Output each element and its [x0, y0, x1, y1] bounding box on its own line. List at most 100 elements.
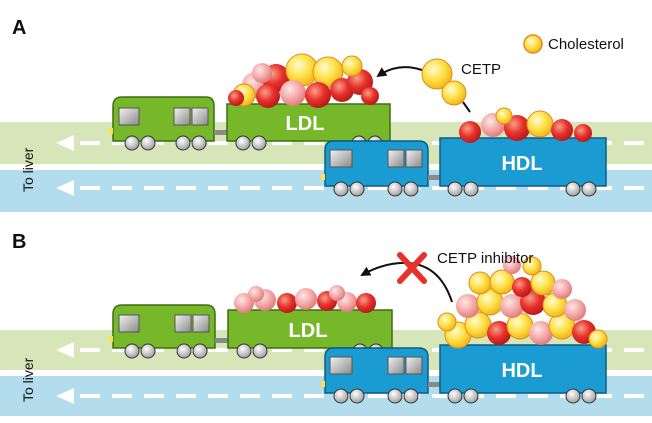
panel-a-ldl-train: LDL [109, 53, 391, 151]
wheel-icon [333, 181, 349, 197]
wheel-icon [192, 343, 208, 359]
cholesterol-ball [295, 288, 317, 310]
cholesterol-ball [552, 279, 572, 299]
panel-a-hdl-wheels [333, 181, 597, 197]
panel-a-ldl-headlight-icon [109, 128, 113, 134]
legend-cholesterol-label: Cholesterol [548, 36, 624, 53]
cross-icon [397, 252, 427, 284]
wheel-icon [447, 181, 463, 197]
wheel-icon [349, 181, 365, 197]
panel-a-ldl-label: LDL [286, 113, 325, 135]
wheel-icon [252, 343, 268, 359]
cholesterol-ball [574, 124, 592, 142]
panel-b-letter: B [12, 231, 26, 253]
panel-b-hdl-cargo [437, 256, 608, 349]
cholesterol-ball [256, 84, 280, 108]
wheel-icon [387, 181, 403, 197]
panel-a-blue-lane-arrow-icon [56, 180, 74, 196]
panel-b-ldl-label: LDL [289, 320, 328, 342]
panel-b-ldl-window-icon [174, 314, 192, 333]
panel-b-hdl-train: HDL [321, 256, 608, 404]
panel-b-hdl-window-icon [387, 356, 405, 375]
cholesterol-ball [228, 90, 244, 106]
panel-a-hdl-cargo [459, 107, 592, 143]
wheel-icon [349, 388, 365, 404]
panel-a-ldl-window-icon [173, 107, 191, 126]
wheel-icon [403, 388, 419, 404]
panel-a-cetp-stem [462, 101, 471, 113]
cholesterol-ball [305, 82, 331, 108]
cholesterol-ball [468, 271, 492, 295]
panel-a-ldl-cargo [228, 53, 379, 108]
panel-b-blocked-arrow-icon [360, 261, 453, 303]
panel-a-hdl-headlight-icon [321, 174, 325, 180]
wheel-icon [565, 388, 581, 404]
panel-b-blue-lane-arrow-icon [56, 388, 74, 404]
panel-a-hdl-coupler [428, 175, 440, 180]
panel-a-ldl-window-icon [191, 107, 209, 126]
panel-a-ldl-coupler [214, 130, 227, 135]
cholesterol-ball [329, 285, 345, 301]
wheel-icon [175, 135, 191, 151]
cholesterol-ball [512, 277, 532, 297]
panel-a-cetp-transfer: CETP [376, 58, 501, 113]
cholesterol-ball [529, 321, 553, 345]
cholesterol-ball [280, 80, 306, 106]
wheel-icon [124, 343, 140, 359]
wheel-icon [565, 181, 581, 197]
cholesterol-ball [234, 293, 254, 313]
panel-b-hdl-window-icon [329, 356, 353, 375]
panel-a-hdl-label: HDL [501, 153, 542, 175]
wheel-icon [191, 135, 207, 151]
wheel-icon [140, 135, 156, 151]
cholesterol-ball [500, 294, 524, 318]
cholesterol-ball [437, 312, 457, 332]
panel-b-hdl-coupler [428, 382, 440, 387]
panel-b-cetp-inhibitor-label: CETP inhibitor [437, 250, 533, 267]
wheel-icon [251, 135, 267, 151]
panel-a-hdl-window-icon [329, 149, 353, 168]
panel-a-cetp-label: CETP [461, 61, 501, 78]
wheel-icon [235, 135, 251, 151]
panel-b-to-liver-label: To liver [20, 357, 36, 402]
cholesterol-ball [495, 107, 513, 125]
panel-b-hdl-headlight-icon [321, 381, 325, 387]
cholesterol-ball [248, 286, 264, 302]
panel-a-hdl-train: HDL [321, 107, 607, 197]
wheel-icon [463, 181, 479, 197]
cholesterol-ball [564, 299, 586, 321]
cholesterol-ball [421, 58, 453, 90]
legend: Cholesterol [523, 34, 624, 54]
panel-b-ldl-cargo [234, 285, 376, 313]
wheel-icon [447, 388, 463, 404]
cholesterol-ball [252, 63, 272, 83]
panel-b: B To liver LDL [0, 231, 652, 416]
cholesterol-ball [459, 121, 481, 143]
panel-b-cetp-inhibitor: CETP inhibitor [360, 250, 533, 303]
panel-b-ldl-window-icon [192, 314, 210, 333]
cholesterol-ball [441, 80, 467, 106]
panel-b-ldl-coupler [215, 338, 228, 343]
wheel-icon [236, 343, 252, 359]
wheel-icon [403, 181, 419, 197]
panel-a-green-lane-arrow-icon [56, 135, 74, 151]
panel-a-cetp-arrow-icon [376, 66, 423, 78]
panel-b-ldl-train: LDL [109, 285, 393, 359]
panel-a-to-liver-label: To liver [20, 147, 36, 192]
panel-b-hdl-wheels [333, 388, 597, 404]
wheel-icon [581, 388, 597, 404]
panel-b-hdl-label: HDL [501, 360, 542, 382]
wheel-icon [387, 388, 403, 404]
legend-cholesterol-icon [523, 34, 543, 54]
wheel-icon [463, 388, 479, 404]
panel-a-hdl-window-icon [405, 149, 423, 168]
cholesterol-ball [361, 87, 379, 105]
wheel-icon [140, 343, 156, 359]
panel-b-hdl-window-icon [405, 356, 423, 375]
cholesterol-ball [522, 256, 542, 276]
cholesterol-ball [526, 110, 554, 138]
cholesterol-ball [487, 321, 511, 345]
cholesterol-ball [277, 293, 297, 313]
